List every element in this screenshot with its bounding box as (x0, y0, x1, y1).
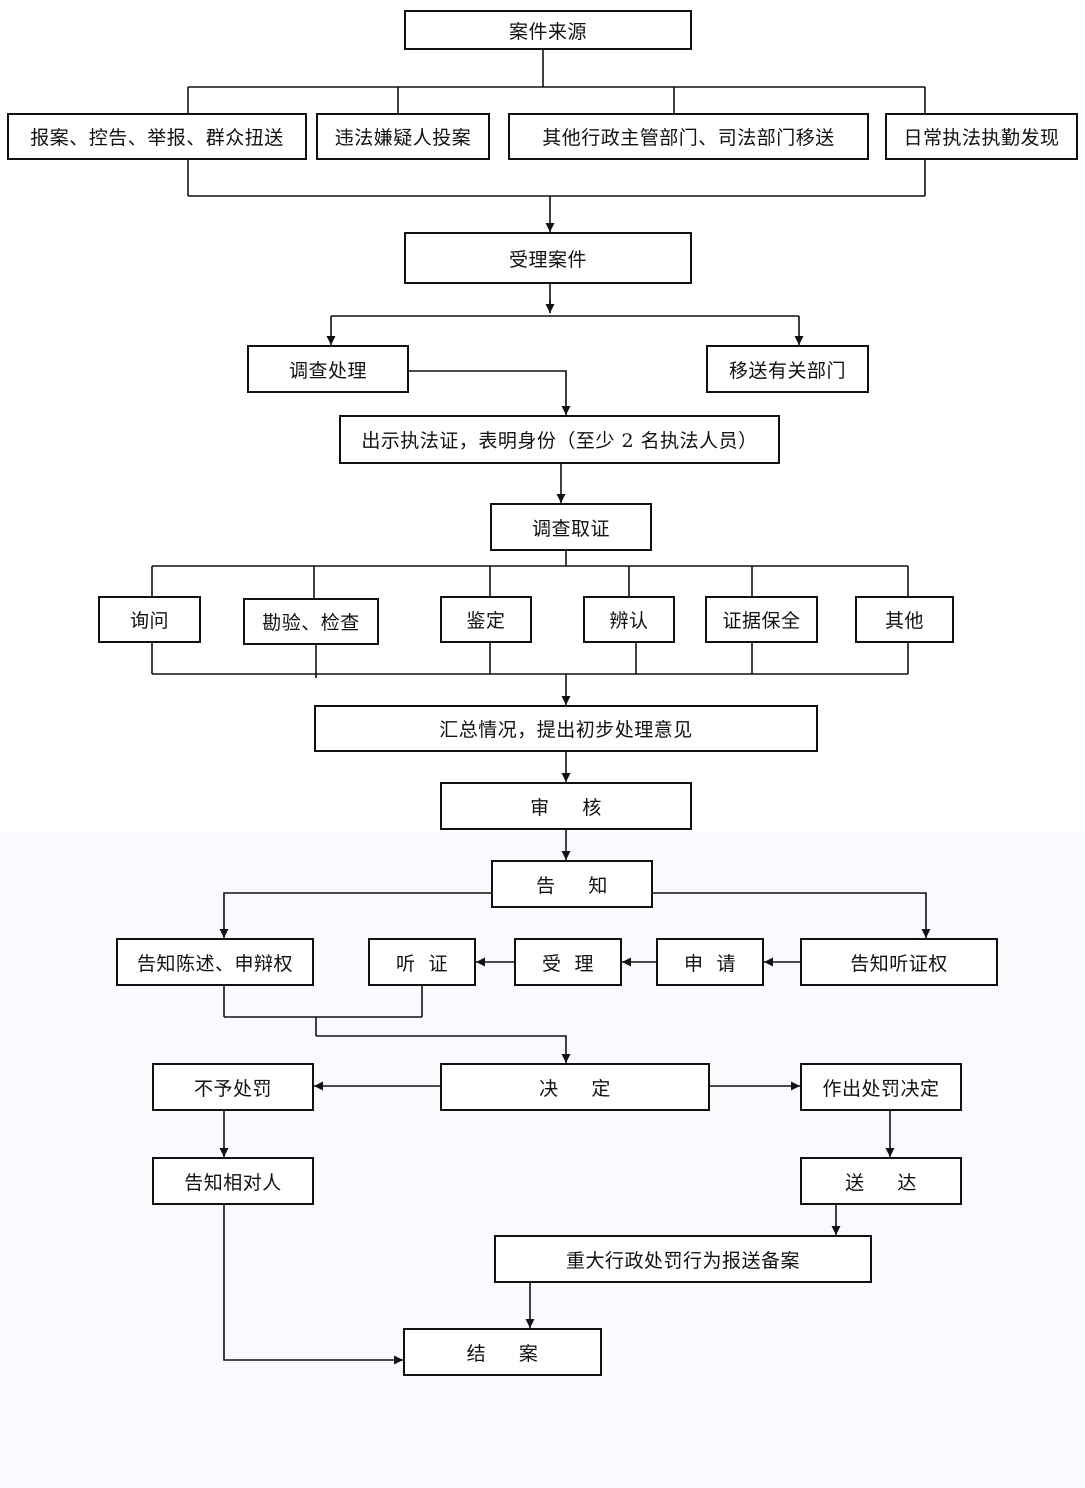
node-collect-evidence: 调查取证 (490, 503, 652, 551)
arrow-to-hearing-right (653, 892, 931, 938)
node-transfer-department: 移送有关部门 (706, 345, 869, 393)
arrow-to-decide (316, 1035, 571, 1063)
node-investigate: 调查处理 (247, 345, 409, 393)
node-close-case: 结 案 (403, 1328, 602, 1376)
node-hearing-accept: 受 理 (514, 938, 622, 986)
node-inspection: 勘验、检查 (243, 598, 379, 645)
node-notify: 告 知 (491, 860, 653, 908)
node-deliver: 送 达 (800, 1157, 962, 1205)
node-review: 审 核 (440, 782, 692, 830)
arrow-to-statement (219, 892, 491, 938)
node-other: 其他 (855, 596, 954, 643)
node-case-source: 案件来源 (404, 10, 692, 50)
node-inquiry: 询问 (98, 596, 201, 643)
node-department-transfer: 其他行政主管部门、司法部门移送 (508, 113, 869, 160)
node-major-penalty-filing: 重大行政处罚行为报送备案 (494, 1235, 872, 1283)
node-evidence-preservation: 证据保全 (705, 596, 818, 643)
node-hearing: 听 证 (368, 938, 476, 986)
node-statement-defense-right: 告知陈述、申辩权 (116, 938, 314, 986)
node-notify-party: 告知相对人 (152, 1157, 314, 1205)
arrow-to-show-id (408, 370, 571, 415)
node-hearing-right: 告知听证权 (800, 938, 998, 986)
node-identification: 辨认 (583, 596, 675, 643)
node-report-complaint: 报案、控告、举报、群众扭送 (7, 113, 307, 160)
node-appraisal: 鉴定 (440, 596, 532, 643)
node-no-penalty: 不予处罚 (152, 1063, 314, 1111)
arrow-party-to-close (223, 1205, 403, 1365)
node-show-credentials: 出示执法证，表明身份（至少 2 名执法人员） (339, 415, 780, 464)
node-penalty-decision: 作出处罚决定 (800, 1063, 962, 1111)
node-daily-enforcement: 日常执法执勤发现 (885, 113, 1078, 160)
node-summary-opinion: 汇总情况，提出初步处理意见 (314, 705, 818, 752)
node-decision: 决 定 (440, 1063, 710, 1111)
node-apply: 申 请 (656, 938, 764, 986)
node-suspect-surrender: 违法嫌疑人投案 (316, 113, 490, 160)
node-accept-case: 受理案件 (404, 232, 692, 284)
